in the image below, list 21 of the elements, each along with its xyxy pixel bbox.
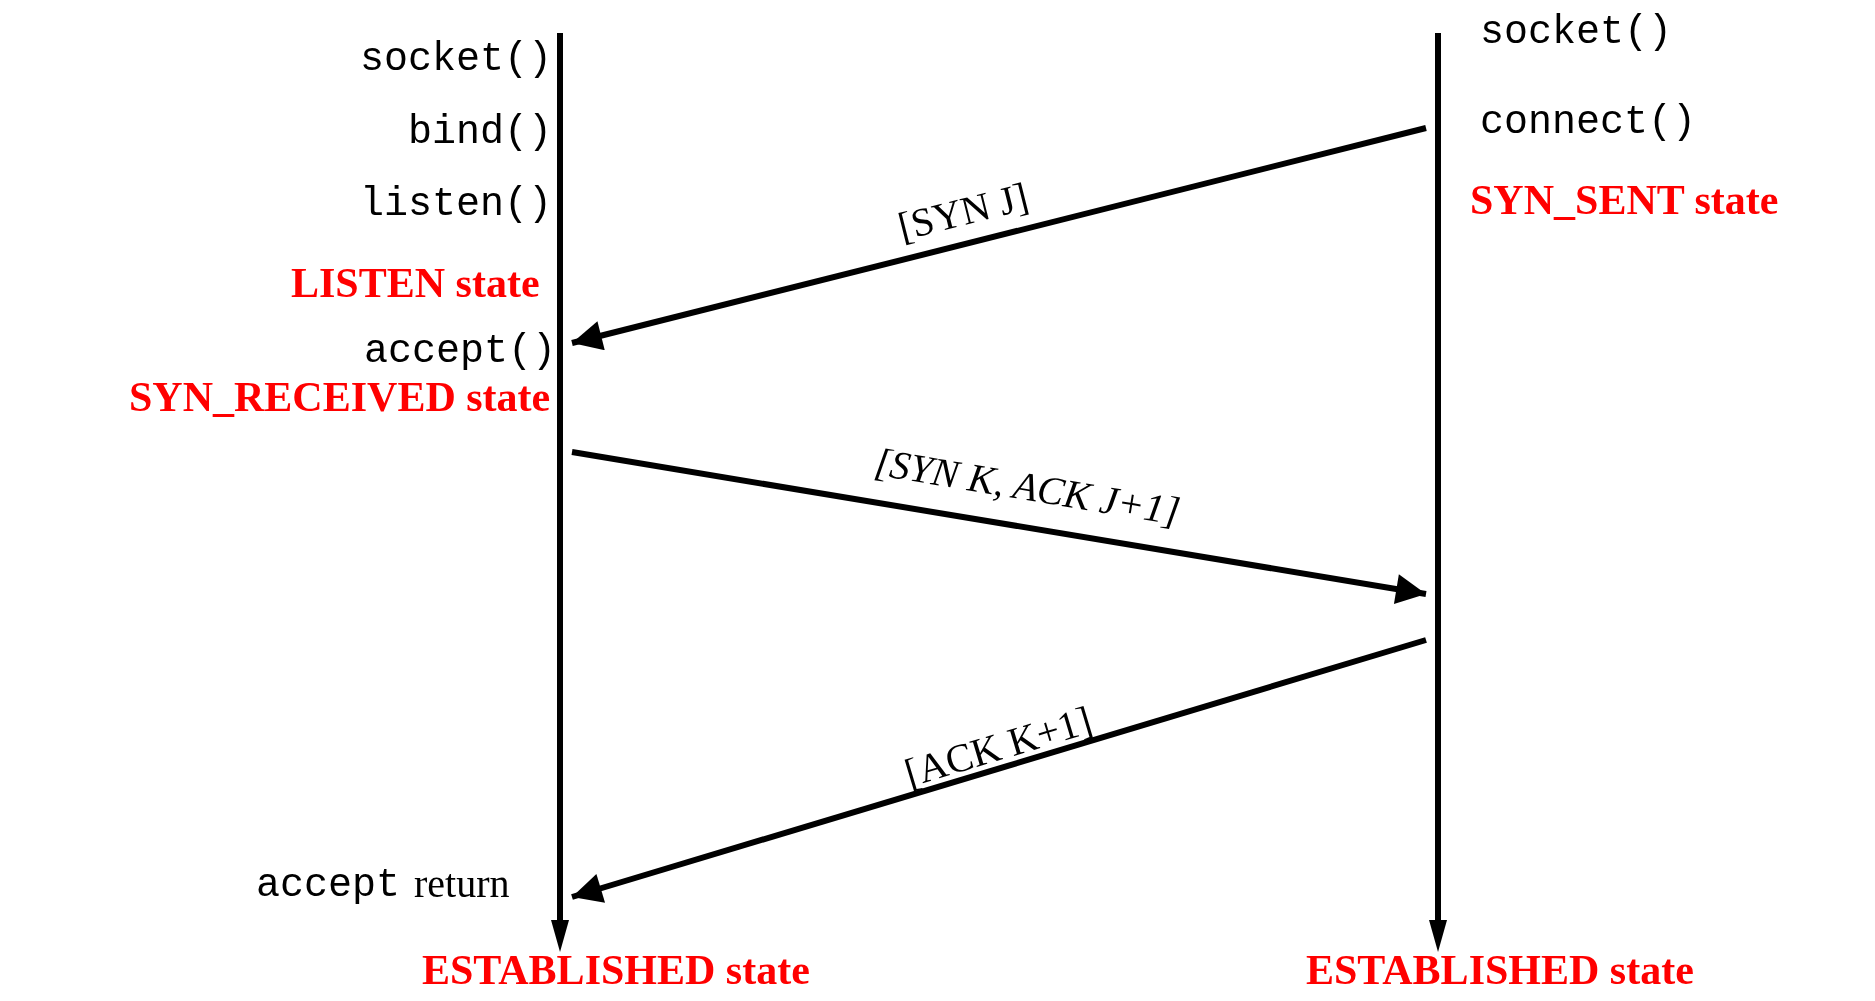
event-label: return <box>414 864 510 904</box>
message-arrow <box>571 449 1427 604</box>
edge-label: [ACK K+1] <box>899 700 1096 794</box>
function-call: socket() <box>360 40 553 80</box>
function-call: listen() <box>360 185 553 225</box>
state-label: ESTABLISHED state <box>422 949 810 991</box>
message-arrow <box>571 125 1427 351</box>
message-arrow <box>571 637 1427 903</box>
function-call: socket() <box>1480 13 1673 53</box>
state-label: SYN_SENT state <box>1470 179 1779 221</box>
state-label: LISTEN state <box>291 262 540 304</box>
lifeline-arrow <box>548 33 572 952</box>
function-call: accept <box>256 866 401 906</box>
edge-label: [SYN J] <box>894 176 1033 248</box>
edge-label: [SYN K, ACK J+1] <box>871 441 1183 533</box>
state-label: ESTABLISHED state <box>1306 949 1694 991</box>
function-call: connect() <box>1480 103 1697 143</box>
state-label: SYN_RECEIVED state <box>129 376 551 418</box>
function-call: accept() <box>364 332 557 372</box>
function-call: bind() <box>408 113 553 153</box>
lifeline-arrow <box>1426 33 1450 952</box>
